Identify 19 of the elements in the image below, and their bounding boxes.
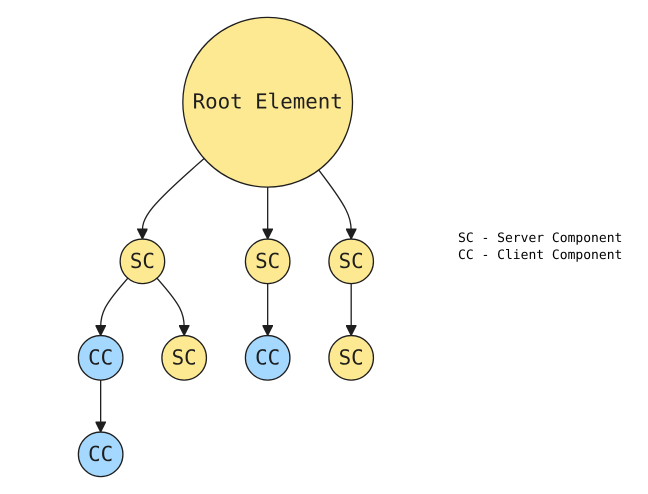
arrow [346, 284, 357, 336]
node-circle: CC [78, 334, 124, 381]
legend-text: CC - Client Component [458, 248, 624, 263]
arrow [262, 187, 274, 240]
legend-text: SC - Server Component [458, 231, 624, 246]
arrow [262, 284, 274, 336]
node-circle: SC [328, 238, 374, 284]
arrow [95, 278, 128, 336]
node-circle: SC [120, 238, 166, 284]
node-circle: Root Element [182, 16, 354, 188]
node-circle: SC [244, 238, 291, 284]
node-circle: SC [328, 334, 374, 381]
node-circle: SC [161, 334, 208, 381]
arrow [156, 278, 190, 336]
node-circle: CC [78, 431, 124, 478]
arrow [318, 170, 357, 240]
arrow [95, 380, 106, 433]
node-circle: CC [244, 334, 291, 381]
arrow [136, 158, 205, 240]
